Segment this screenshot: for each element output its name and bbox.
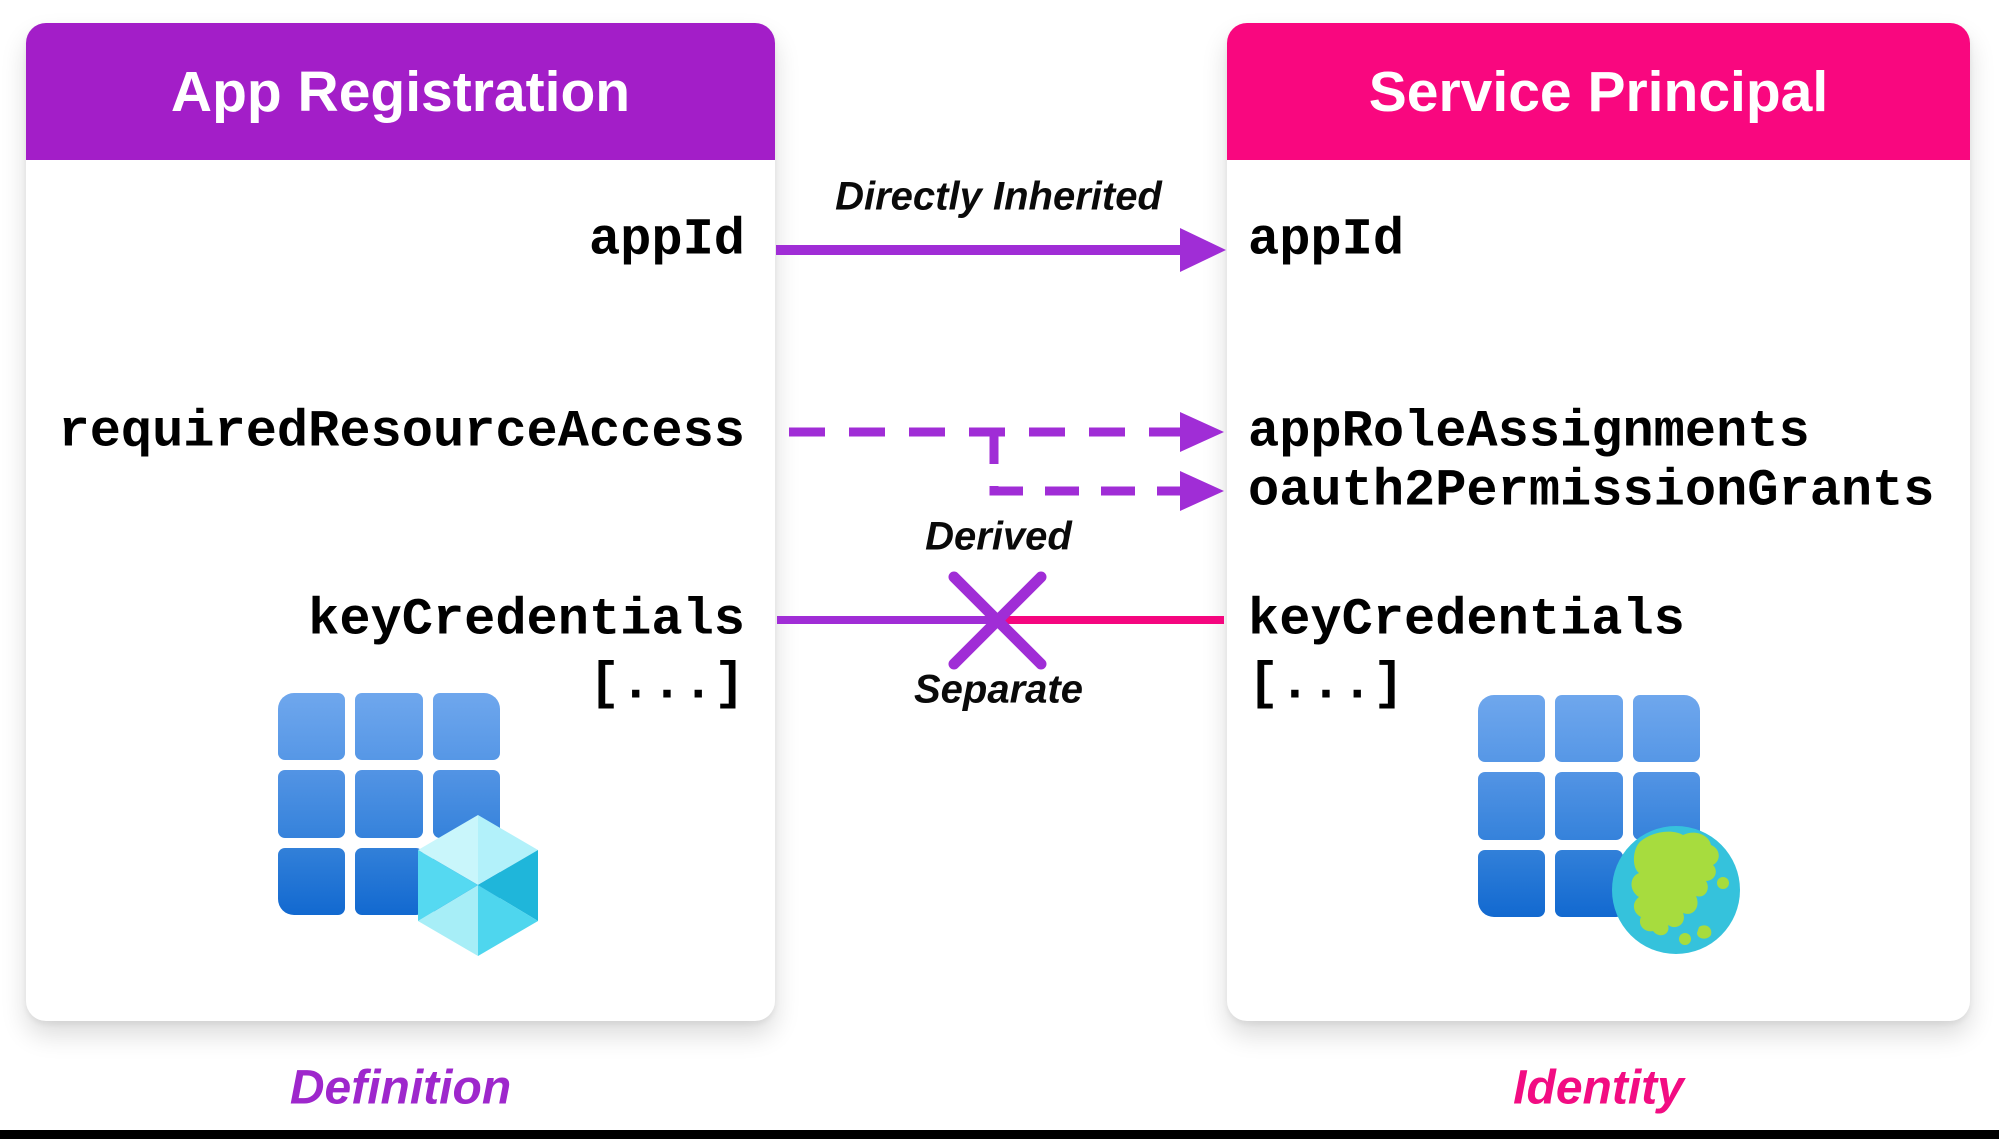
derived-label: Derived <box>925 514 1072 559</box>
field-key-credentials-right: keyCredentials <box>1248 590 1685 650</box>
separate-label: Separate <box>914 667 1083 712</box>
app-registration-header: App Registration <box>26 23 775 160</box>
grid-cell <box>278 693 346 761</box>
separate-crossed-line <box>777 571 1224 670</box>
grid-cell <box>1478 849 1546 917</box>
field-oauth2-permission-grants: oauth2PermissionGrants <box>1248 461 1935 521</box>
grid-cell <box>1478 772 1546 840</box>
derived-dashed-arrow <box>789 412 1224 452</box>
service-principal-header: Service Principal <box>1227 23 1970 160</box>
x-mark-icon <box>948 571 1047 670</box>
field-app-role-assignments: appRoleAssignments <box>1248 402 1810 462</box>
definition-label: Definition <box>289 1061 512 1115</box>
grid-cell <box>278 770 346 838</box>
field-ellipsis-right: [...] <box>1248 654 1405 714</box>
directly-inherited-label: Directly Inherited <box>835 174 1162 219</box>
field-required-resource-access: requiredResourceAccess <box>58 402 745 462</box>
grid-cell <box>1555 772 1623 840</box>
service-principal-card: Service Principal <box>1227 23 1970 1021</box>
grid-cell <box>278 847 346 915</box>
cube-icon <box>418 815 538 956</box>
grid-cell <box>355 847 423 915</box>
field-appid-right: appId <box>1248 210 1405 270</box>
grid-cell <box>432 693 500 761</box>
app-registration-title: App Registration <box>170 59 631 124</box>
derived-branch-arrow <box>989 430 1224 511</box>
identity-label: Identity <box>1513 1061 1684 1115</box>
grid-cell <box>1632 695 1700 763</box>
grid-cell <box>355 770 423 838</box>
direct-inheritance-arrow <box>776 228 1226 272</box>
bottom-border <box>0 1130 1999 1139</box>
service-principal-title: Service Principal <box>1368 59 1829 124</box>
field-ellipsis-left: [...] <box>588 654 745 714</box>
grid-cell <box>1478 695 1546 763</box>
globe-icon <box>1612 826 1740 954</box>
grid-cell <box>1555 695 1623 763</box>
field-appid-left: appId <box>588 210 745 270</box>
grid-cell <box>355 693 423 761</box>
field-key-credentials-left: keyCredentials <box>308 590 745 650</box>
grid-cell <box>1555 849 1623 917</box>
